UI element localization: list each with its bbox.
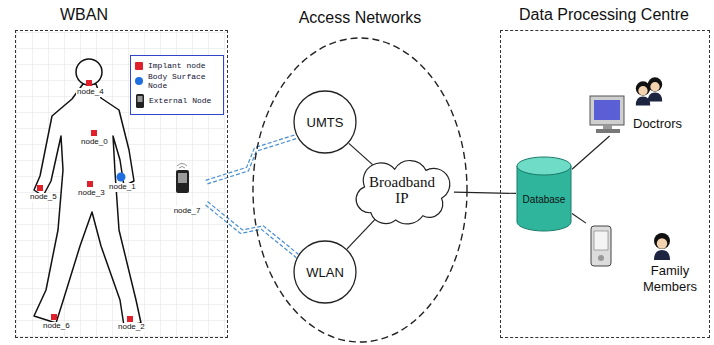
cloud-label: Broadband IP: [363, 175, 441, 207]
link-stroke: [206, 135, 296, 181]
link-stroke: [208, 202, 299, 255]
link-stroke: [347, 219, 376, 249]
circle-label: WLAN: [306, 265, 344, 280]
legend-text: Body Surface Node: [148, 72, 220, 90]
user-group: Family Members: [586, 221, 701, 305]
link-stroke: [454, 192, 516, 193]
computer-icon: [590, 96, 624, 133]
user-group: Doctrors: [586, 76, 701, 136]
wireless-link: [206, 135, 298, 184]
network-region: Access NetworksUMTS Broadband IP WLAN: [252, 8, 468, 344]
network-link: [349, 143, 373, 164]
legend-row: Body Surface Node: [135, 72, 220, 90]
legend-swatch: [135, 77, 143, 85]
user-label: Doctrors: [633, 116, 682, 131]
legend-row: Implant node: [135, 61, 220, 70]
network-link: [454, 192, 516, 193]
panel-heading: Data Processing Centre: [519, 6, 689, 24]
doctor-icon: [648, 77, 662, 101]
panel-heading: WBAN: [60, 6, 108, 24]
node-label: node_3: [77, 189, 106, 198]
network-link: [347, 219, 376, 249]
node-label: node_2: [117, 323, 146, 332]
network-circle: WLAN: [293, 240, 357, 304]
legend-text: Implant node: [148, 61, 206, 70]
legend-text: External Node: [149, 96, 211, 105]
link-stroke: [572, 213, 586, 223]
external-phone: [176, 164, 189, 194]
link-stroke: [572, 136, 610, 169]
legend-box: Implant nodeBody Surface NodeExternal No…: [130, 55, 224, 115]
wireless-link: [205, 202, 298, 258]
panel: Data Processing CentreDatabaseDoctrorsFa…: [500, 30, 710, 338]
legend-row: External Node: [135, 93, 220, 109]
network-cloud: Broadband IP: [350, 159, 454, 223]
database-label: Database: [523, 193, 566, 204]
node-label: node_1: [108, 183, 137, 192]
node-label: node_4: [76, 88, 105, 97]
database-cylinder: Database: [516, 156, 572, 232]
surface-marker: [117, 173, 126, 182]
network-link: [572, 136, 610, 169]
legend-swatch: [135, 62, 143, 70]
node-label: node_6: [42, 322, 71, 331]
region-heading: Access Networks: [299, 9, 422, 27]
grid-ground: [16, 31, 227, 337]
handheld-icon: [591, 226, 611, 266]
legend-phone-icon: [135, 93, 145, 109]
node-label: node_5: [29, 193, 58, 202]
network-circle: UMTS: [293, 90, 357, 154]
link-stroke: [349, 143, 373, 164]
network-link: [572, 213, 586, 223]
user-label: Family Members: [641, 263, 699, 294]
link-stroke: [205, 205, 296, 258]
node-label: node_7: [173, 206, 202, 215]
family-icon: [654, 233, 670, 260]
external-node: node_7: [168, 169, 207, 215]
circle-label: UMTS: [307, 115, 344, 130]
node-label: node_0: [80, 138, 109, 147]
link-stroke: [207, 138, 297, 184]
